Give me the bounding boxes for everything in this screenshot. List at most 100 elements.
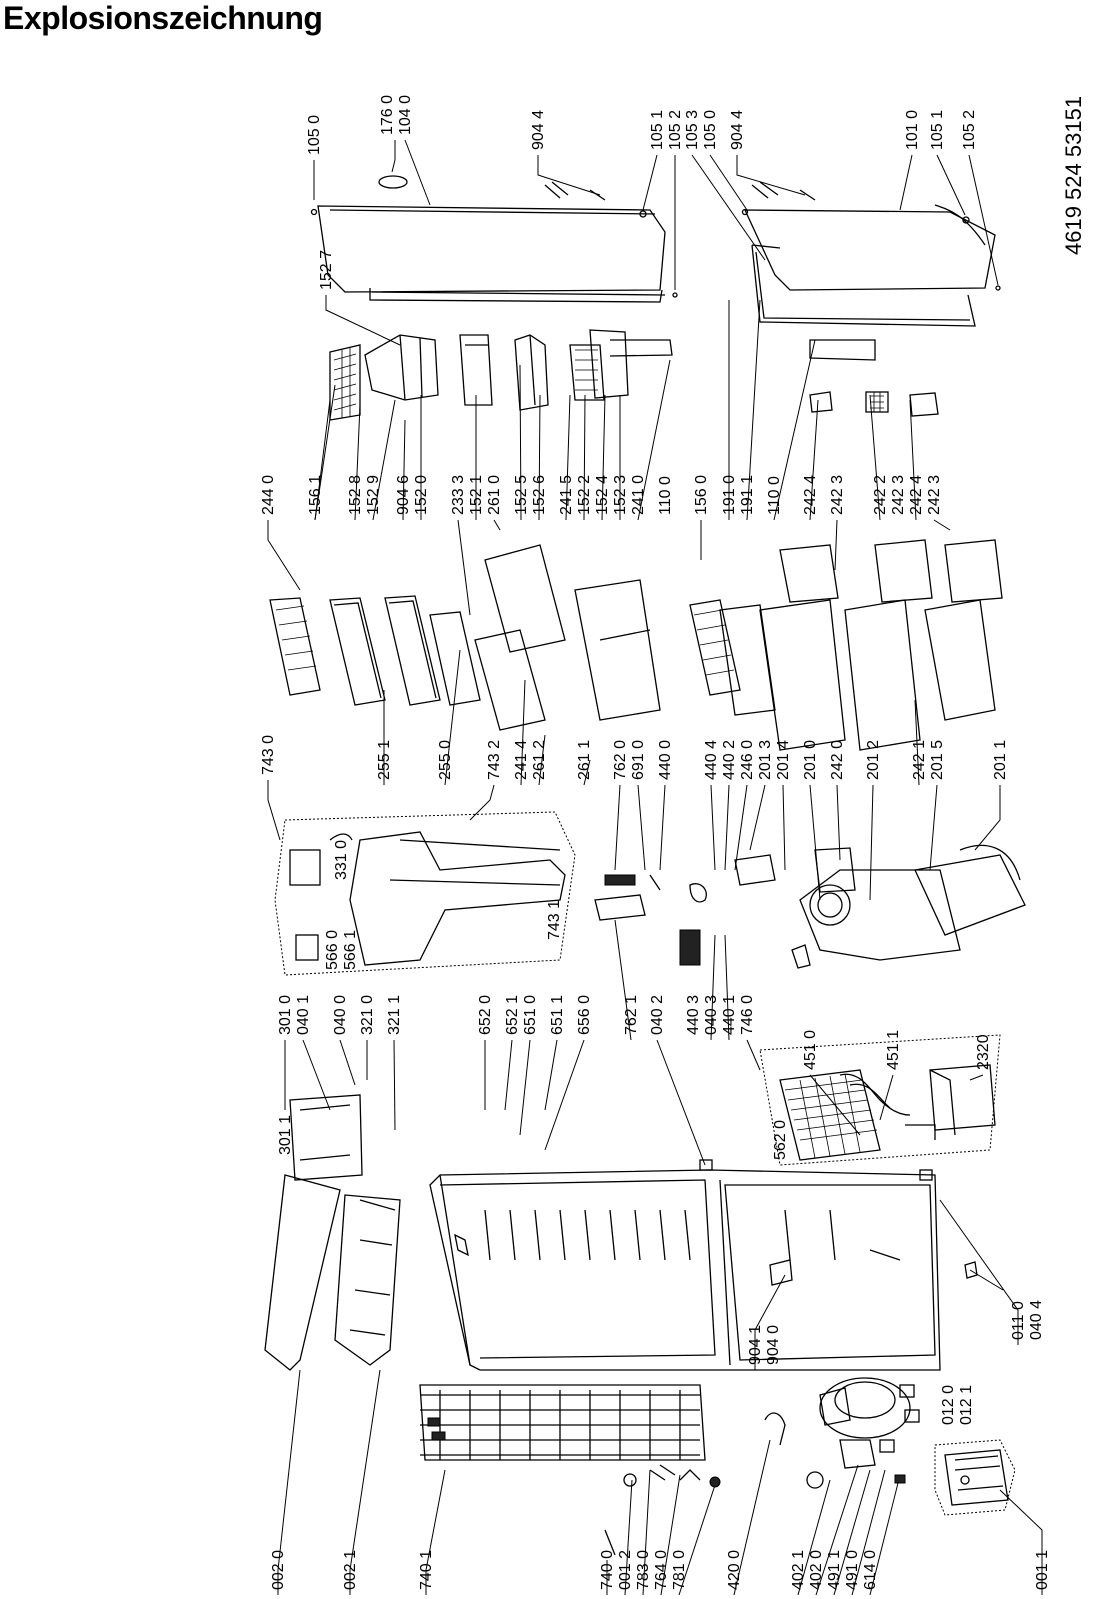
- callout-label: 012 0: [940, 1385, 957, 1425]
- callout-label: 241 0: [630, 475, 647, 515]
- callout-label: 242 1: [911, 740, 928, 780]
- callout-label: 781 0: [671, 1550, 688, 1590]
- callout-label: 104 0: [397, 95, 414, 135]
- callout-label: 562 0: [772, 1120, 789, 1160]
- callout-label: 614 0: [862, 1550, 879, 1590]
- callout-label: 242 0: [829, 740, 846, 780]
- callout-label: 242 4: [908, 475, 925, 515]
- callout-label: 440 0: [657, 740, 674, 780]
- callout-label: 105 2: [961, 110, 978, 150]
- cabinet-small-parts: [699, 1159, 978, 1279]
- document-number: 4619 524 53151: [1061, 96, 1086, 255]
- callout-label: 261 1: [576, 740, 593, 780]
- callout-label: 743 2: [486, 740, 503, 780]
- callout-label: 321 0: [359, 995, 376, 1035]
- callout-label: 651 0: [522, 995, 539, 1035]
- callout-label: 201 0: [802, 740, 819, 780]
- callout-label: 261 2: [531, 740, 548, 780]
- door-small-parts: [809, 339, 939, 417]
- callout-label: 105 3: [684, 110, 701, 150]
- callout-label: 242 2: [872, 475, 889, 515]
- callout-label: 764 0: [653, 1550, 670, 1590]
- callout-label: 201 4: [775, 740, 792, 780]
- callout-label: 242 3: [890, 475, 907, 515]
- callout-label: 301 1: [277, 1115, 294, 1155]
- callout-label: 904 4: [729, 110, 746, 150]
- compressor-small-parts: [604, 1412, 786, 1556]
- control-panel-group: [274, 811, 576, 976]
- top-covers: [264, 1094, 401, 1371]
- callout-label: 152 7: [318, 250, 335, 290]
- callout-label: 201 1: [992, 740, 1009, 780]
- callout-label: 101 0: [904, 110, 921, 150]
- callout-label: 105 0: [702, 110, 719, 150]
- glass-shelves: [269, 544, 566, 731]
- callout-label: 440 3: [685, 995, 702, 1035]
- callout-label: 152 5: [513, 475, 530, 515]
- callout-label: 904 0: [765, 1325, 782, 1365]
- upper-door: [310, 175, 678, 303]
- callout-label: 201 5: [929, 740, 946, 780]
- callout-label: 255 0: [437, 740, 454, 780]
- callout-label: 242 3: [926, 475, 943, 515]
- callout-label: 566 1: [342, 930, 359, 970]
- callout-label: 2320: [975, 1034, 992, 1070]
- callout-label: 156 1: [307, 475, 324, 515]
- callout-label: 201 3: [757, 740, 774, 780]
- callout-labels: 105 0 176 0 104 0 904 4 105 1 105 2 105 …: [260, 95, 1086, 1590]
- callout-label: 440 4: [703, 740, 720, 780]
- callout-label: 762 0: [612, 740, 629, 780]
- callout-label: 743 1: [546, 900, 563, 940]
- callout-label: 652 1: [504, 995, 521, 1035]
- callout-label: 105 1: [649, 110, 666, 150]
- callout-label: 105 1: [929, 110, 946, 150]
- callout-label: 691 0: [630, 740, 647, 780]
- leader-lines: [267, 139, 1043, 1596]
- callout-label: 651 1: [549, 995, 566, 1035]
- callout-label: 420 0: [726, 1550, 743, 1590]
- callout-label: 012 1: [958, 1385, 975, 1425]
- callout-label: 176 0: [379, 95, 396, 135]
- door-balconies: [329, 329, 673, 421]
- callout-label: 191 1: [739, 475, 756, 515]
- callout-label: 244 0: [260, 475, 277, 515]
- condenser: [419, 1384, 706, 1461]
- callout-label: 451 1: [885, 1030, 902, 1070]
- callout-label: 652 0: [477, 995, 494, 1035]
- callout-label: 110 0: [766, 476, 783, 515]
- callout-label: 242 3: [829, 475, 846, 515]
- callout-label: 156 0: [693, 475, 710, 515]
- callout-label: 301 0: [277, 995, 294, 1035]
- callout-label: 105 2: [667, 110, 684, 150]
- callout-label: 001 2: [617, 1550, 634, 1590]
- callout-label: 233 3: [450, 475, 467, 515]
- base-tray: [934, 1439, 1016, 1516]
- callout-label: 152 8: [347, 475, 364, 515]
- callout-label: 321 1: [386, 995, 403, 1035]
- compressor-group: [806, 1377, 920, 1489]
- vegetable-bins: [574, 539, 1003, 751]
- callout-label: 110 0: [657, 476, 674, 515]
- callout-label: 491 0: [844, 1550, 861, 1590]
- page-title: Explosionszeichnung: [3, 0, 323, 36]
- callout-label: 904 4: [530, 110, 547, 150]
- callout-label: 201 2: [865, 740, 882, 780]
- callout-label: 040 4: [1028, 1300, 1045, 1340]
- callout-label: 402 1: [790, 1550, 807, 1590]
- callout-label: 656 0: [576, 995, 593, 1035]
- callout-label: 261 0: [486, 475, 503, 515]
- cabinet: [429, 1169, 941, 1371]
- lower-door: [741, 181, 1001, 327]
- callout-label: 783 0: [635, 1550, 652, 1590]
- callout-label: 040 0: [332, 995, 349, 1035]
- callout-label: 451 0: [802, 1030, 819, 1070]
- callout-label: 402 0: [808, 1550, 825, 1590]
- callout-label: 440 1: [721, 995, 738, 1035]
- electrical-parts: [594, 854, 776, 966]
- rear-panels: [791, 844, 1026, 969]
- callout-label: 040 1: [295, 995, 312, 1035]
- callout-label: 746 0: [739, 995, 756, 1035]
- callout-label: 762 1: [623, 995, 640, 1035]
- callout-label: 040 2: [649, 995, 666, 1035]
